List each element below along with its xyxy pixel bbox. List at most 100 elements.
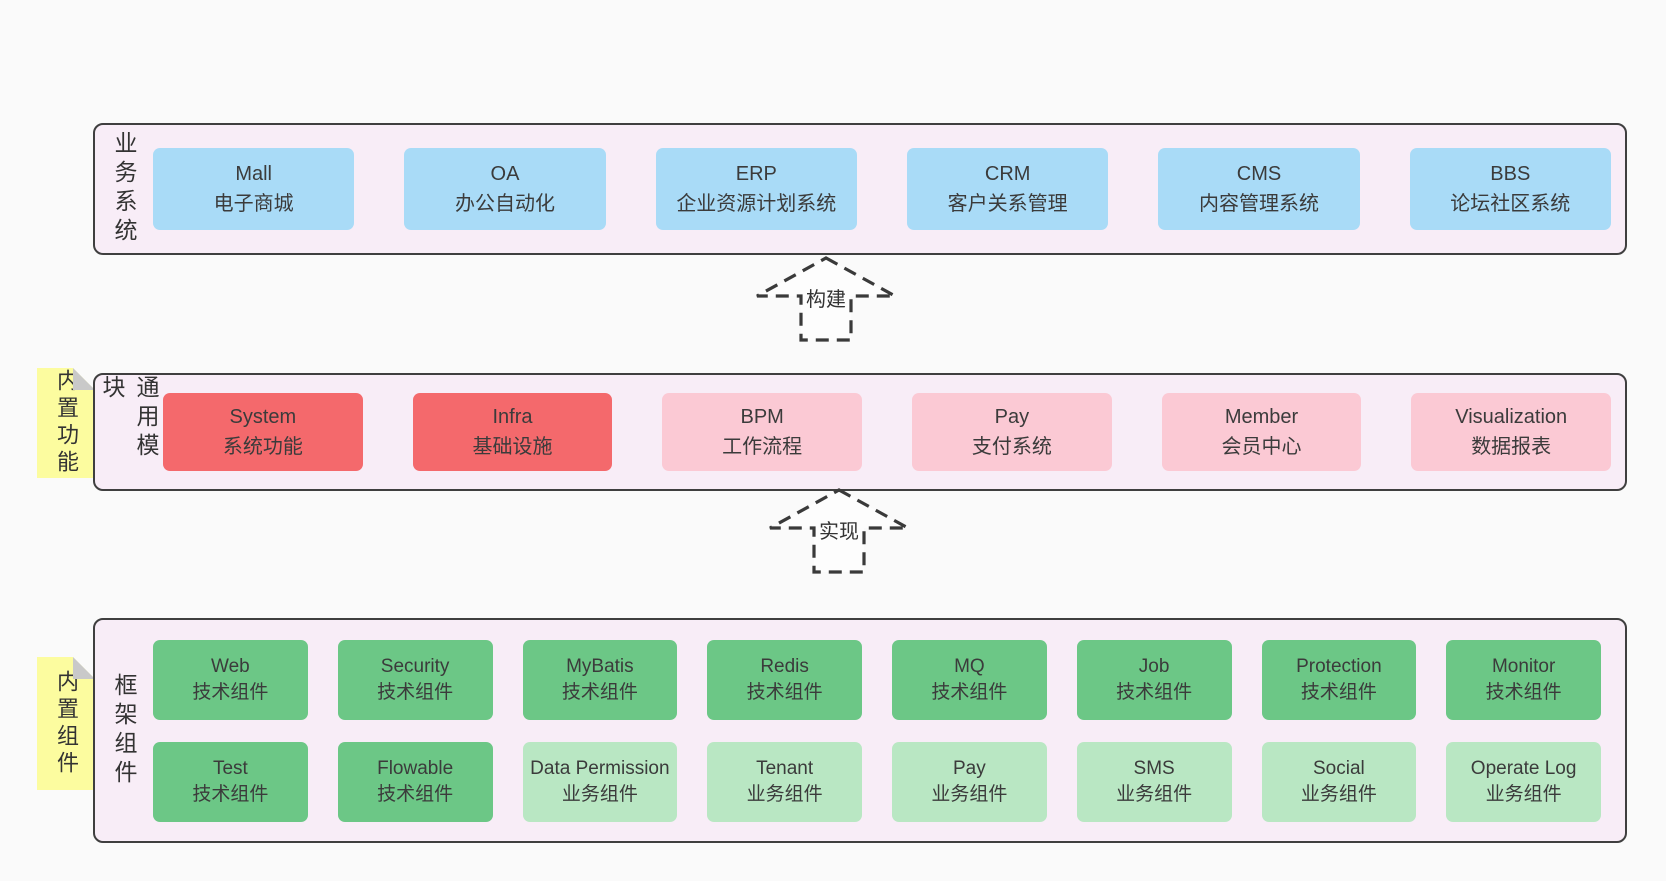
box-sms: SMS 业务组件: [1076, 741, 1232, 822]
box-bbs: BBS 论坛社区系统: [1409, 148, 1611, 230]
box-desc: 技术组件: [931, 681, 1008, 703]
box-name: Web: [211, 655, 250, 677]
box-visualization: Visualization 数据报表: [1411, 393, 1612, 471]
box-desc: 技术组件: [377, 681, 454, 703]
dashed-up-arrow-implement: 实现: [766, 487, 912, 575]
box-web: Web 技术组件: [153, 639, 308, 720]
box-name: Protection: [1296, 655, 1382, 677]
sticky-note-built-in-features: 内置功能: [37, 368, 95, 478]
box-name: Redis: [760, 655, 809, 677]
band-common-modules: 通用模块 System 系统功能 Infra 基础设施 BPM 工作流程 Pay…: [93, 373, 1627, 491]
band-components-vertical-label: 框架组件: [111, 672, 137, 789]
box-monitor: Monitor 技术组件: [1446, 639, 1601, 720]
box-name: Data Permission: [530, 757, 670, 779]
band-business-vertical-label: 业务系统: [111, 131, 137, 247]
box-desc: 技术组件: [746, 681, 823, 703]
components-row-2: Test 技术组件 Flowable 技术组件 Data Permission …: [153, 741, 1601, 822]
box-desc: 企业资源计划系统: [676, 193, 837, 215]
business-box-row: Mall 电子商城 OA 办公自动化 ERP 企业资源计划系统 CRM 客户关系…: [153, 125, 1625, 253]
box-desc: 技术组件: [1485, 681, 1562, 703]
box-name: Security: [380, 655, 450, 677]
components-grid: Web 技术组件 Security 技术组件 MyBatis 技术组件 Redi…: [153, 620, 1625, 841]
box-name: Monitor: [1491, 655, 1556, 677]
box-redis: Redis 技术组件: [707, 639, 862, 720]
box-desc: 业务组件: [1300, 783, 1377, 805]
box-security: Security 技术组件: [337, 639, 493, 720]
box-desc: 业务组件: [931, 783, 1008, 805]
box-name: BBS: [1490, 163, 1531, 185]
box-pay-module: Pay 支付系统: [912, 393, 1112, 471]
box-desc: 系统功能: [222, 436, 303, 458]
box-system: System 系统功能: [163, 393, 363, 471]
box-desc: 业务组件: [1485, 783, 1562, 805]
box-member: Member 会员中心: [1161, 393, 1362, 471]
box-name: System: [229, 406, 297, 428]
box-erp: ERP 企业资源计划系统: [655, 148, 857, 230]
note-label: 内置功能: [54, 369, 79, 477]
box-name: Operate Log: [1470, 757, 1577, 779]
box-bpm: BPM 工作流程: [662, 393, 863, 471]
box-desc: 会员中心: [1221, 436, 1302, 458]
box-name: OA: [490, 163, 520, 185]
box-desc: 工作流程: [722, 436, 803, 458]
box-desc: 数据报表: [1471, 436, 1552, 458]
box-desc: 内容管理系统: [1198, 193, 1319, 215]
note-label: 内置组件: [54, 669, 79, 778]
box-name: Infra: [492, 406, 533, 428]
box-job: Job 技术组件: [1076, 639, 1232, 720]
band-modules-vertical-label: 通用模块: [99, 375, 159, 462]
box-crm: CRM 客户关系管理: [906, 148, 1109, 230]
box-name: Mall: [235, 163, 272, 185]
box-name: Social: [1313, 757, 1365, 779]
box-desc: 技术组件: [1116, 681, 1193, 703]
arrow-build-label: 构建: [806, 288, 846, 311]
arrow-implement-label: 实现: [819, 520, 859, 543]
components-row-1: Web 技术组件 Security 技术组件 MyBatis 技术组件 Redi…: [153, 639, 1601, 720]
box-desc: 技术组件: [192, 783, 269, 805]
box-name: Job: [1138, 655, 1170, 677]
block-arrow-up-icon: 构建: [756, 256, 896, 342]
box-desc: 技术组件: [1300, 681, 1377, 703]
box-desc: 论坛社区系统: [1450, 193, 1571, 215]
box-name: BPM: [740, 406, 784, 428]
box-infra: Infra 基础设施: [412, 393, 613, 471]
box-desc: 办公自动化: [454, 193, 555, 215]
box-desc: 业务组件: [746, 783, 823, 805]
modules-box-row: System 系统功能 Infra 基础设施 BPM 工作流程 Pay 支付系统…: [163, 375, 1625, 489]
box-name: MyBatis: [566, 655, 634, 677]
block-arrow-up-icon: 实现: [769, 488, 909, 574]
box-name: Test: [212, 757, 248, 779]
box-desc: 电子商城: [213, 193, 294, 215]
box-mq: MQ 技术组件: [892, 639, 1047, 720]
box-name: SMS: [1133, 757, 1175, 779]
box-oa: OA 办公自动化: [404, 148, 606, 230]
box-name: Flowable: [377, 757, 454, 779]
box-social: Social 业务组件: [1261, 741, 1417, 822]
box-name: Pay: [994, 406, 1030, 428]
box-operate-log: Operate Log 业务组件: [1446, 741, 1601, 822]
box-data-permission: Data Permission 业务组件: [522, 741, 678, 822]
box-name: MQ: [954, 655, 985, 677]
box-desc: 业务组件: [561, 783, 638, 805]
box-desc: 技术组件: [561, 681, 638, 703]
box-tenant: Tenant 业务组件: [707, 741, 862, 822]
sticky-note-built-in-components: 内置组件: [37, 657, 95, 790]
box-pay-component: Pay 业务组件: [892, 741, 1047, 822]
box-test: Test 技术组件: [153, 741, 308, 822]
box-name: Pay: [953, 757, 986, 779]
band-business-systems: 业务系统 Mall 电子商城 OA 办公自动化 ERP 企业资源计划系统 CRM…: [93, 123, 1627, 255]
dashed-up-arrow-build: 构建: [753, 255, 899, 343]
box-name: Visualization: [1455, 406, 1568, 428]
box-name: ERP: [735, 163, 777, 185]
box-protection: Protection 技术组件: [1261, 639, 1417, 720]
box-desc: 客户关系管理: [947, 193, 1068, 215]
box-name: CMS: [1236, 163, 1282, 185]
box-name: CRM: [984, 163, 1031, 185]
box-mybatis: MyBatis 技术组件: [522, 639, 678, 720]
box-desc: 技术组件: [192, 681, 269, 703]
box-mall: Mall 电子商城: [153, 148, 355, 230]
box-name: Member: [1224, 406, 1299, 428]
box-flowable: Flowable 技术组件: [337, 741, 493, 822]
box-desc: 支付系统: [971, 436, 1052, 458]
box-name: Tenant: [756, 757, 814, 779]
